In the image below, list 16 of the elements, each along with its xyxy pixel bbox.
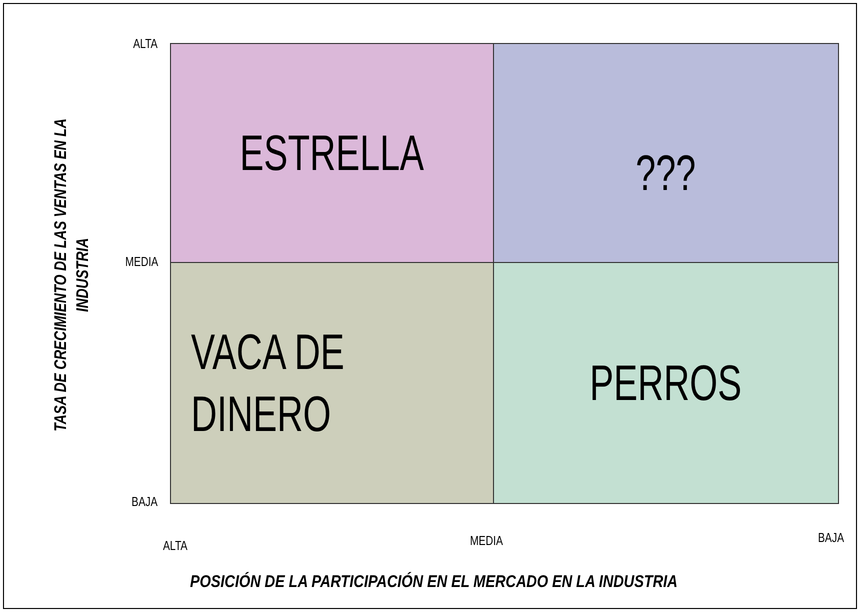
axis-tick-label: ALTA <box>134 36 158 51</box>
quadrant-box <box>493 43 839 263</box>
axis-title: TASA DE CRECIMIENTO DE LAS VENTAS EN LA INDUSTRIA <box>50 117 93 434</box>
axis-tick-label: MEDIA <box>125 254 158 269</box>
quadrant-label: PERROS <box>590 354 742 413</box>
quadrant-label: ESTRELLA <box>240 124 424 183</box>
quadrant-box <box>493 262 839 504</box>
axis-title: POSICIÓN DE LA PARTICIPACIÓN EN EL MERCADO EN LA INDUSTRIA <box>190 572 678 592</box>
quadrant-label: ??? <box>636 144 696 203</box>
quadrant-label: VACA DE DINERO <box>191 322 346 444</box>
axis-tick-label: ALTA <box>163 538 188 553</box>
axis-tick-label: MEDIA <box>470 533 503 548</box>
axis-tick-label: BAJA <box>818 530 844 545</box>
quadrant-box <box>170 262 494 504</box>
quadrant-box <box>170 43 494 263</box>
axis-tick-label: BAJA <box>132 494 158 509</box>
